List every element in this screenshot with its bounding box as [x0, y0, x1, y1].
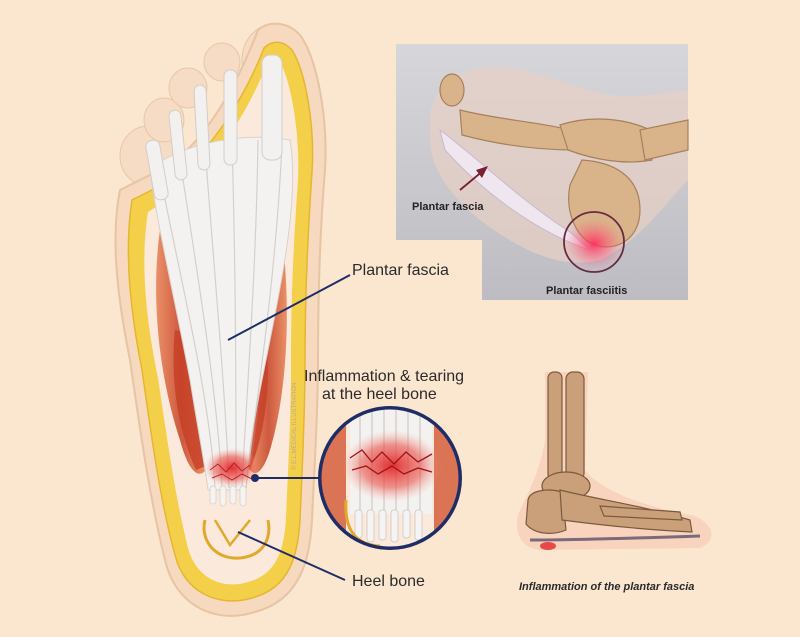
panel-label-plantar-fascia: Plantar fascia: [412, 201, 484, 213]
ankle-illustration: [516, 371, 712, 550]
copyright-mark: © E.L.MEDICAL ILLUSTRATION: [292, 382, 298, 470]
toe-tendons: [145, 54, 283, 201]
label-heel-bone: Heel bone: [352, 573, 425, 590]
label-inflammation-line1: Inflammation & tearing: [304, 368, 465, 385]
leader-heel-bone: [237, 531, 346, 581]
inflammation-spot: [204, 448, 260, 488]
label-plantar-fascia: Plantar fascia: [352, 262, 449, 279]
ankle-caption: Inflammation of the plantar fascia: [519, 581, 695, 593]
panel-label-plantar-fasciitis: Plantar fasciitis: [546, 285, 628, 297]
leader-lines: [227, 274, 351, 581]
label-inflammation-line2: at the heel bone: [322, 386, 437, 403]
leader-plantar-fascia: [227, 274, 351, 341]
foot-sole: [114, 22, 327, 617]
lateral-view-panel: [396, 44, 689, 300]
heel-bone: [202, 519, 271, 560]
zoom-detail: [318, 406, 462, 550]
